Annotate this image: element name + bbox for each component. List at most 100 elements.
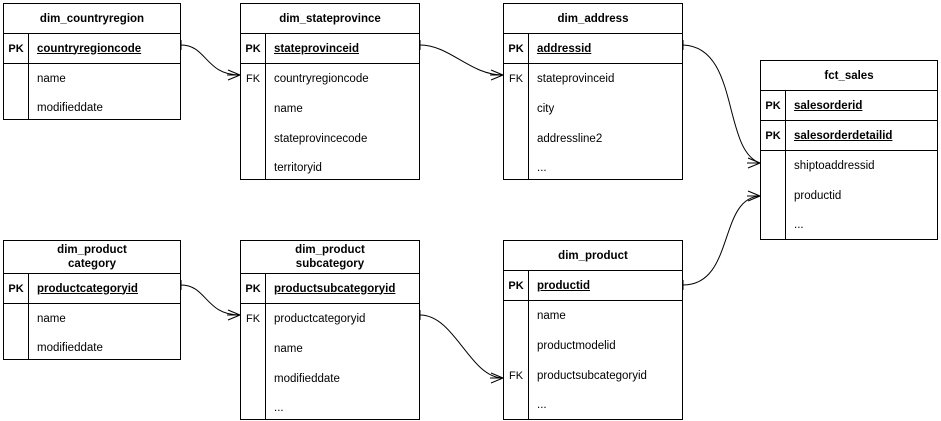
attribute-name: modifieddate <box>37 102 103 114</box>
attribute-badge-empty <box>4 304 28 334</box>
foreign-key-badge: FK <box>508 73 524 85</box>
relationship-stateprovince-to-address[interactable] <box>419 40 504 81</box>
attribute-badge-empty <box>504 154 528 179</box>
entity-attribute-block: name modifieddate <box>4 304 180 359</box>
key-row[interactable]: PK productid <box>504 271 682 301</box>
key-attribute-name: salesorderdetailid <box>794 129 893 142</box>
attribute-badge-empty <box>241 124 265 154</box>
relationship-line <box>180 284 241 316</box>
key-row[interactable]: PK addressid <box>504 34 682 64</box>
attribute-name: modifieddate <box>37 342 103 354</box>
entity-title: fct_sales <box>761 61 937 91</box>
cardinality-many-crowsfoot <box>227 309 241 321</box>
relationship-productcategory-to-subcategory[interactable] <box>180 280 241 321</box>
attribute-name: productcategoryid <box>274 313 366 325</box>
attribute-name: modifieddate <box>274 373 340 385</box>
attribute-list: name modifieddate <box>29 304 180 359</box>
attribute-name: ... <box>537 399 547 411</box>
attribute-name: name <box>274 103 303 115</box>
attribute-badge-empty <box>761 211 785 239</box>
entity-title-line: dim_product <box>57 244 127 256</box>
relationship-product-to-fctsales[interactable] <box>682 190 761 290</box>
attribute-badge-empty <box>761 151 785 181</box>
key-badge: PK <box>504 271 529 300</box>
attribute-badge-empty <box>504 331 528 361</box>
attribute-badge-empty <box>504 301 528 331</box>
attribute-name: city <box>537 103 555 115</box>
foreign-key-badge: FK <box>508 370 524 382</box>
attribute-name: territoryid <box>274 162 322 174</box>
relationship-line <box>180 44 241 76</box>
attribute-badge-gutter <box>761 151 786 239</box>
attribute-badge-gutter: FK <box>241 64 266 179</box>
attribute-badge-empty <box>4 334 28 359</box>
attribute-name: name <box>274 343 303 355</box>
attribute-name: shiptoaddressid <box>794 160 875 172</box>
attribute-name: countryregioncode <box>274 73 369 85</box>
attribute-name: name <box>37 73 66 85</box>
key-attribute-name: productsubcategoryid <box>274 282 396 295</box>
attribute-list: name modifieddate <box>29 64 180 119</box>
relationship-countryregion-to-stateprovince[interactable] <box>180 40 241 81</box>
attribute-badge-empty <box>504 391 528 419</box>
relationship-line <box>419 44 504 76</box>
entity-title-line: dim_stateprovince <box>279 12 381 25</box>
relationship-address-to-fctsales[interactable] <box>682 40 761 169</box>
entity-title-line: subcategory <box>295 258 365 270</box>
key-attribute-name: productid <box>537 279 591 292</box>
key-attribute-name: addressid <box>537 42 592 55</box>
attribute-badge-empty <box>504 124 528 154</box>
attribute-name: stateprovincecode <box>274 133 368 145</box>
key-badge: PK <box>504 34 529 63</box>
attribute-name: name <box>37 313 66 325</box>
attribute-badge-empty <box>241 394 265 419</box>
attribute-badge-empty <box>4 64 28 94</box>
attribute-badge-empty <box>504 94 528 124</box>
attribute-list: countryregioncode name stateprovincecode te… <box>266 64 419 179</box>
key-attribute-name: productcategoryid <box>37 282 138 295</box>
key-badge: PK <box>761 91 786 120</box>
entity-title: dim_address <box>504 4 682 34</box>
attribute-name: addressline2 <box>537 133 603 145</box>
cardinality-many-crowsfoot <box>490 69 504 81</box>
entity-title-line: dim_product <box>295 244 365 256</box>
entity-attribute-block: FK countryregioncode name stateprovincecode… <box>241 64 419 179</box>
attribute-name: ... <box>794 219 804 231</box>
attribute-badge-empty <box>761 181 785 211</box>
attribute-name: stateprovinceid <box>537 73 615 85</box>
cardinality-many-crowsfoot <box>747 190 761 202</box>
entity-title: dim_countryregion <box>4 4 180 34</box>
entity-attribute-block: shiptoaddressid productid... <box>761 151 937 239</box>
relationship-subcategory-to-product[interactable] <box>419 310 504 384</box>
attribute-name: productsubcategoryid <box>537 370 647 382</box>
key-badge: PK <box>4 34 29 63</box>
entity-title-line: category <box>68 258 116 270</box>
attribute-name: name <box>537 310 566 322</box>
attribute-badge-gutter: FK <box>241 304 266 419</box>
key-badge: PK <box>241 34 266 63</box>
attribute-badge-empty <box>241 364 265 394</box>
attribute-name: productid <box>794 190 842 202</box>
attribute-badge-gutter <box>4 64 29 119</box>
entity-title-line: dim_product <box>558 249 628 262</box>
